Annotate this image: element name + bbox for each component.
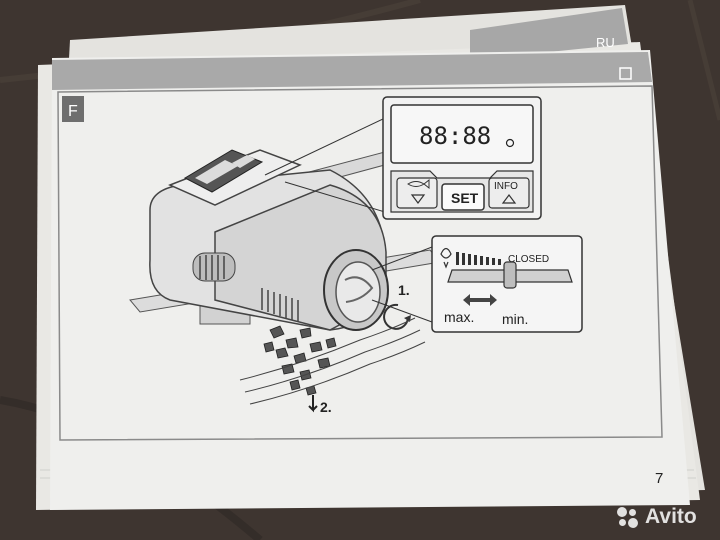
fish-icon	[440, 247, 452, 269]
set-label: SET	[451, 190, 479, 206]
info-button[interactable]	[488, 177, 530, 209]
set-button[interactable]	[441, 183, 485, 211]
feeder-illustration	[149, 149, 389, 331]
min-label: min.	[502, 311, 528, 327]
step-2-label: 2.	[320, 399, 332, 415]
double-arrow-icon	[463, 294, 497, 306]
closed-label: CLOSED	[508, 254, 549, 265]
section-letter: F	[68, 103, 78, 120]
language-tab: RU	[596, 35, 615, 50]
arrow-down-icon	[410, 194, 426, 204]
page-number: 7	[655, 470, 664, 487]
food-flakes	[263, 325, 337, 396]
arrow-up-icon	[501, 194, 517, 204]
slider-knob[interactable]	[503, 261, 517, 289]
feed-button[interactable]	[396, 177, 438, 209]
avito-watermark: Avito	[615, 503, 715, 531]
figure-frame	[57, 85, 663, 441]
fish-icon	[407, 178, 430, 190]
clock-icon	[505, 138, 515, 148]
avito-logo-icon	[615, 505, 639, 529]
info-label: INFO	[494, 181, 518, 192]
lcd-time: 88:88	[419, 122, 491, 150]
header-band	[52, 52, 652, 90]
step-1-label: 1.	[398, 282, 410, 298]
checkbox-square	[619, 67, 632, 80]
lcd-display	[390, 104, 534, 164]
rotate-arrow-icon	[383, 303, 409, 330]
arrow-down-icon	[308, 395, 318, 413]
max-label: max.	[444, 309, 474, 325]
avito-wordmark: Avito	[645, 505, 697, 528]
